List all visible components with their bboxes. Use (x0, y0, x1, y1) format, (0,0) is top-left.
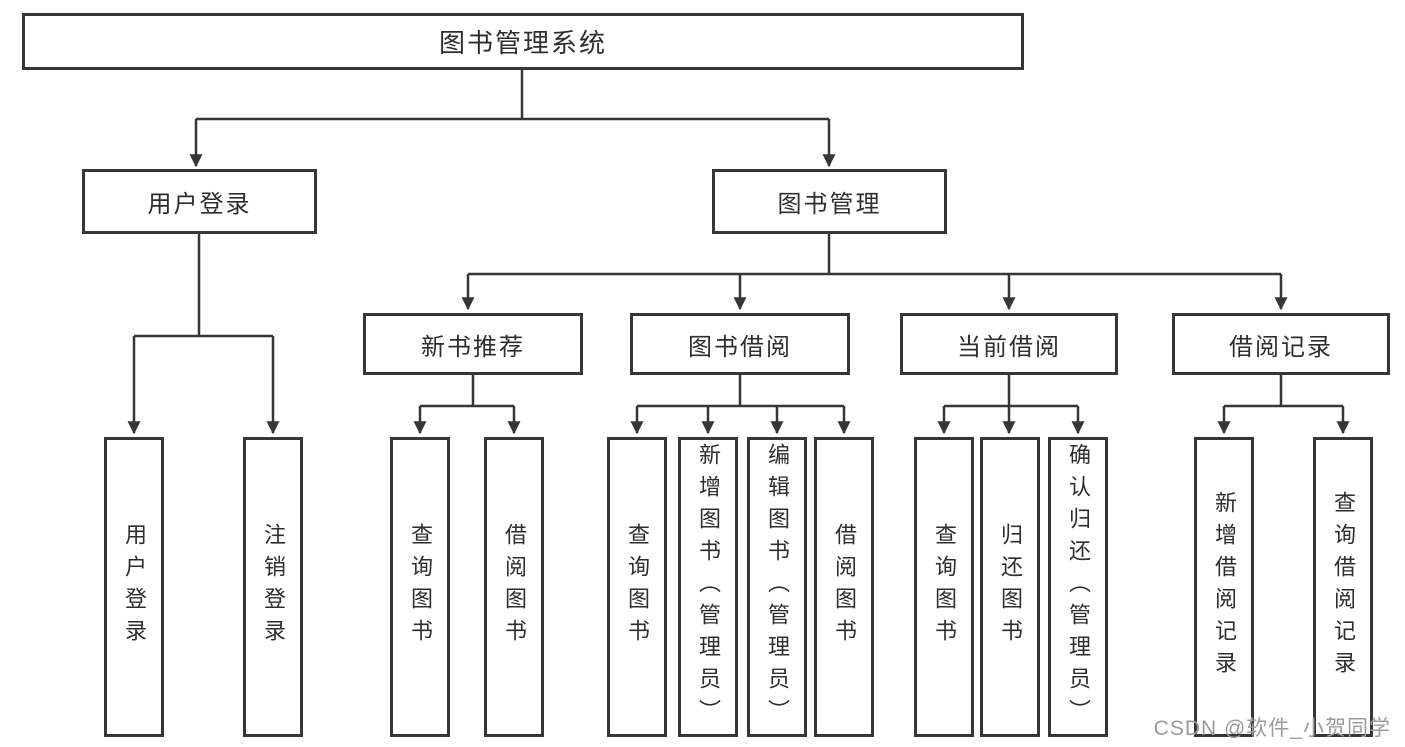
leaf-logout-login: 注销登录 (243, 437, 303, 737)
leaf-query-books-current: 查询图书 (914, 437, 974, 737)
node-current-borrowing: 当前借阅 (900, 313, 1118, 375)
edges-borrowing-records-to-leaves (1217, 375, 1350, 435)
node-book-borrowing: 图书借阅 (630, 313, 850, 375)
edges-book-borrowing-to-leaves (630, 375, 851, 435)
leaf-query-books-recommend: 查询图书 (390, 437, 450, 737)
leaf-add-borrow-record: 新增借阅记录 (1194, 437, 1254, 737)
leaf-query-borrow-record: 查询借阅记录 (1313, 437, 1373, 737)
leaf-return-books: 归还图书 (980, 437, 1040, 737)
node-book-management: 图书管理 (712, 169, 947, 234)
csdn-watermark: CSDN @软件_小贺同学 (1153, 717, 1391, 740)
leaf-user-login: 用户登录 (104, 437, 164, 737)
leaf-edit-books-admin: 编辑图书（管理员） (747, 437, 807, 737)
node-borrowing-records: 借阅记录 (1172, 313, 1390, 375)
node-library-management-system: 图书管理系统 (22, 13, 1024, 70)
edges-root-to-level2 (189, 70, 836, 168)
leaf-confirm-return-admin: 确认归还（管理员） (1048, 437, 1108, 737)
edges-book-management-to-level3 (461, 234, 1288, 311)
edges-new-book-recommend-to-leaves (413, 375, 521, 435)
edges-current-borrowing-to-leaves (937, 375, 1085, 435)
leaf-borrow-books-borrowing: 借阅图书 (814, 437, 874, 737)
leaf-add-books-admin: 新增图书（管理员） (678, 437, 738, 737)
edges-user-login-to-leaves (127, 234, 280, 435)
node-new-book-recommend: 新书推荐 (363, 313, 583, 375)
leaf-query-books-borrowing: 查询图书 (607, 437, 667, 737)
node-user-login: 用户登录 (82, 169, 317, 234)
leaf-borrow-books-recommend: 借阅图书 (484, 437, 544, 737)
